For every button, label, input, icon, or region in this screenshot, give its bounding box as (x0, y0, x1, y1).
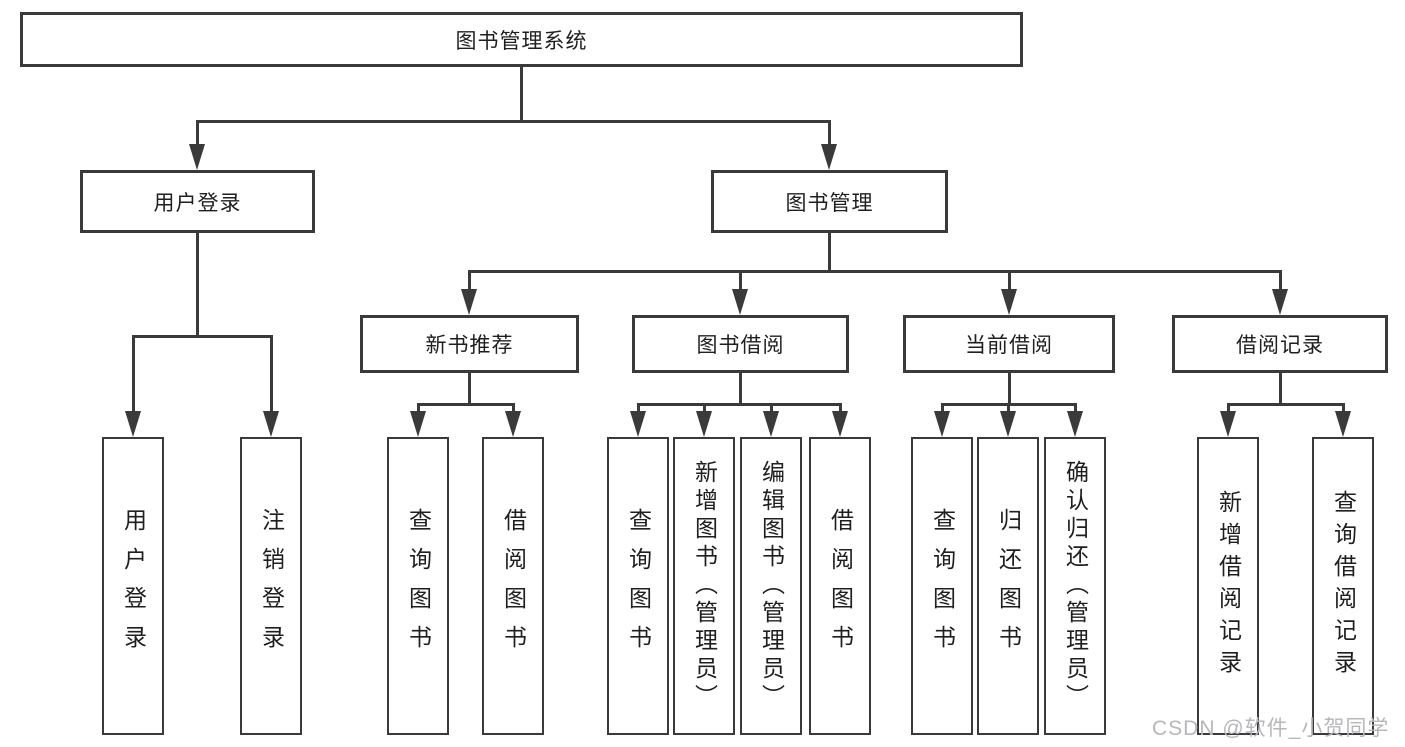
arrow-down-icon (763, 411, 779, 437)
node-borrowing-records: 借阅记录 (1172, 315, 1388, 373)
node-label: 查询图书 (929, 508, 956, 664)
node-book-borrowing: 图书借阅 (632, 315, 849, 373)
node-label: 图书管理系统 (455, 29, 588, 53)
arrow-down-icon (1272, 289, 1288, 315)
connector-line (828, 120, 831, 148)
leaf-query-borrow-record: 查询借阅记录 (1312, 437, 1374, 735)
node-label: 注销登录 (258, 508, 285, 664)
arrow-down-icon (934, 411, 950, 437)
arrow-down-icon (461, 289, 477, 315)
leaf-add-borrow-record: 新增借阅记录 (1197, 437, 1259, 735)
connector-line (739, 373, 742, 405)
node-label: 新书推荐 (425, 334, 514, 357)
leaf-return-book: 归还图书 (977, 437, 1039, 735)
connector-line (520, 67, 523, 120)
connector-line (941, 403, 944, 415)
node-label: 借阅图书 (500, 508, 527, 664)
arrow-down-icon (1000, 411, 1016, 437)
connector-line (1279, 373, 1282, 405)
connector-line (417, 403, 420, 415)
connector-line (196, 120, 199, 148)
connector-line (1227, 403, 1230, 415)
node-user-login: 用户登录 (80, 170, 315, 233)
node-label: 编辑图书（管理员） (758, 460, 785, 712)
connector-line (839, 403, 842, 415)
connector-line (512, 403, 515, 415)
node-label: 借阅记录 (1236, 334, 1324, 357)
leaf-query-books-borrow: 查询图书 (607, 437, 669, 735)
arrow-down-icon (1335, 411, 1351, 437)
arrow-down-icon (1220, 411, 1236, 437)
leaf-confirm-return-admin: 确认归还（管理员） (1044, 437, 1106, 735)
connector-line (637, 403, 640, 415)
connector-line (1342, 403, 1345, 415)
connector-line (196, 120, 831, 123)
leaf-edit-book-admin: 编辑图书（管理员） (740, 437, 802, 735)
connector-line (1227, 403, 1344, 406)
leaf-borrow-books-recommend: 借阅图书 (482, 437, 544, 735)
connector-line (417, 403, 515, 406)
connector-line (468, 373, 471, 405)
arrow-down-icon (696, 411, 712, 437)
leaf-logout: 注销登录 (240, 437, 302, 735)
node-label: 借阅图书 (827, 508, 854, 664)
node-label: 查询借阅记录 (1330, 490, 1357, 682)
node-new-book-recommend: 新书推荐 (360, 315, 579, 373)
connector-line (637, 403, 841, 406)
arrow-down-icon (189, 144, 205, 170)
node-book-management: 图书管理 (711, 170, 948, 233)
node-label: 查询图书 (625, 508, 652, 664)
connector-line (196, 233, 199, 335)
node-label: 图书借阅 (696, 334, 785, 357)
connector-line (828, 233, 831, 270)
leaf-query-books-recommend: 查询图书 (387, 437, 449, 735)
node-label: 用户登录 (153, 191, 242, 215)
connector-line (770, 403, 773, 415)
node-current-borrowing: 当前借阅 (903, 315, 1115, 373)
connector-line (468, 270, 1281, 273)
arrow-down-icon (832, 411, 848, 437)
node-label: 新增借阅记录 (1215, 490, 1242, 682)
node-label: 当前借阅 (965, 334, 1053, 357)
connector-line (1008, 270, 1011, 292)
connector-line (1074, 403, 1077, 415)
node-label: 用户登录 (120, 508, 147, 664)
csdn-watermark: CSDN @软件_小贺同学 (1152, 717, 1390, 740)
connector-line (739, 270, 742, 292)
arrow-down-icon (505, 411, 521, 437)
connector-line (132, 335, 135, 415)
node-label: 新增图书（管理员） (691, 460, 718, 712)
arrow-down-icon (125, 411, 141, 437)
connector-line (1279, 270, 1282, 292)
leaf-borrow-books: 借阅图书 (809, 437, 871, 735)
leaf-user-login: 用户登录 (102, 437, 164, 735)
arrow-down-icon (1001, 289, 1017, 315)
node-label: 图书管理 (785, 191, 874, 215)
leaf-add-book-admin: 新增图书（管理员） (673, 437, 735, 735)
connector-line (1008, 373, 1011, 405)
arrow-down-icon (410, 411, 426, 437)
arrow-down-icon (821, 144, 837, 170)
arrow-down-icon (1067, 411, 1083, 437)
connector-line (132, 335, 273, 338)
connector-line (468, 270, 471, 292)
node-label: 归还图书 (995, 508, 1022, 664)
leaf-query-books-current: 查询图书 (911, 437, 973, 735)
node-library-management-system: 图书管理系统 (20, 12, 1023, 67)
arrow-down-icon (263, 411, 279, 437)
node-label: 确认归还（管理员） (1062, 460, 1089, 712)
arrow-down-icon (630, 411, 646, 437)
arrow-down-icon (732, 289, 748, 315)
node-label: 查询图书 (405, 508, 432, 664)
connector-line (270, 335, 273, 415)
connector-line (703, 403, 706, 415)
connector-line (1007, 403, 1010, 415)
